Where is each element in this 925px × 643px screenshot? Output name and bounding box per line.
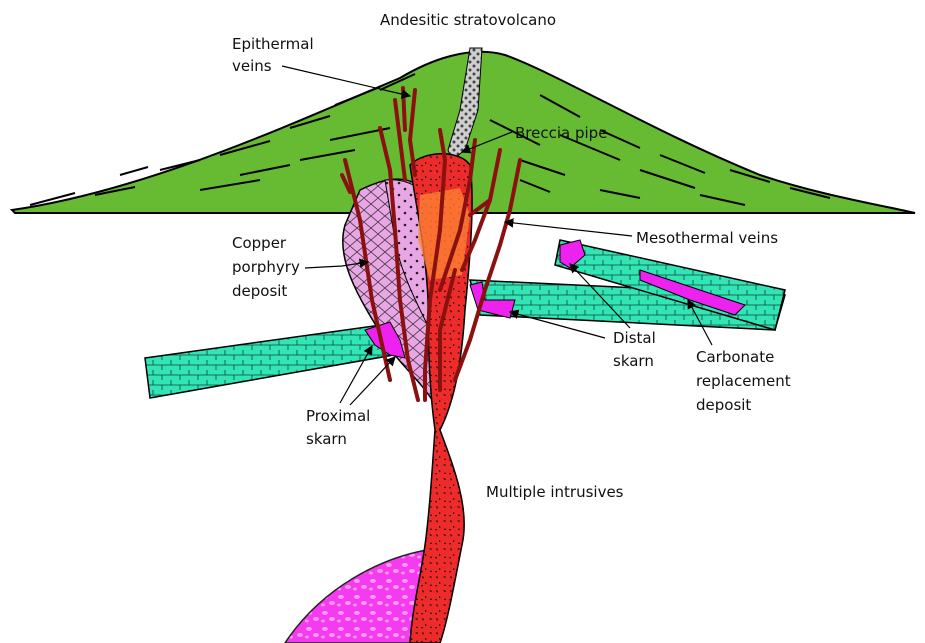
label-proximal-skarn-line2: skarn xyxy=(306,430,347,448)
label-copper-porphyry-line2: porphyry xyxy=(232,258,300,276)
label-copper-porphyry-line3: deposit xyxy=(232,282,287,300)
label-carbonate-line1: Carbonate xyxy=(696,348,774,366)
label-andesitic-stratovolcano: Andesitic stratovolcano xyxy=(380,11,556,29)
label-distal-skarn-line2: skarn xyxy=(613,352,654,370)
label-epithermal-veins-line2: veins xyxy=(232,57,272,75)
label-multiple-intrusives: Multiple intrusives xyxy=(486,483,624,501)
label-distal-skarn-line1: Distal xyxy=(613,329,656,347)
leader-mesothermal-veins xyxy=(505,222,632,236)
label-carbonate-line2: replacement xyxy=(696,372,791,390)
label-carbonate-line3: deposit xyxy=(696,396,751,414)
carbonate-bed-left xyxy=(145,323,405,398)
label-copper-porphyry-line1: Copper xyxy=(232,234,287,252)
label-proximal-skarn-line1: Proximal xyxy=(306,407,370,425)
label-mesothermal-veins: Mesothermal veins xyxy=(636,229,778,247)
leader-proximal-skarn-2 xyxy=(350,357,395,405)
label-epithermal-veins-line1: Epithermal xyxy=(232,35,314,53)
label-breccia-pipe: Breccia pipe xyxy=(515,124,607,142)
